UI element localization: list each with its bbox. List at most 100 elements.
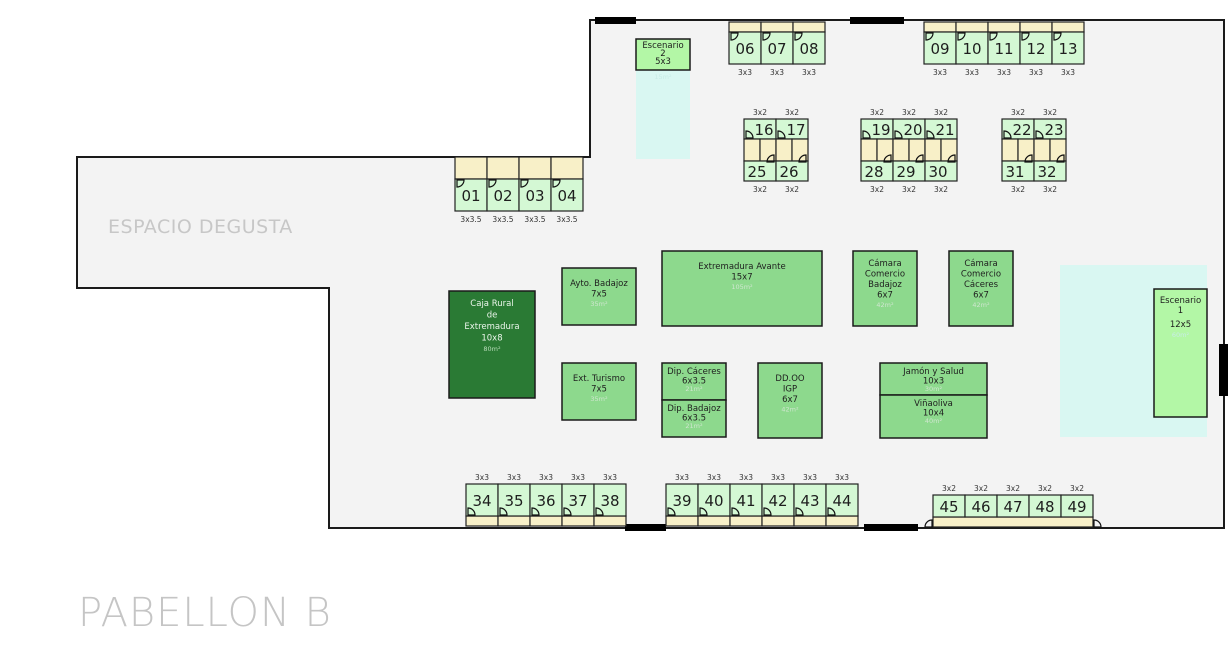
booth-storage bbox=[792, 21, 826, 33]
booth-storage bbox=[486, 156, 520, 180]
door-icon bbox=[894, 130, 903, 139]
stage-platform bbox=[635, 38, 691, 71]
stand-label: Dip. Badajoz bbox=[667, 404, 721, 414]
booth-number: 28 bbox=[864, 163, 883, 181]
booth-number: 44 bbox=[832, 492, 851, 510]
entrance-top-center[interactable] bbox=[850, 17, 904, 24]
door-icon bbox=[731, 507, 740, 516]
booth-space bbox=[497, 483, 531, 517]
entrance-bottom-left[interactable] bbox=[625, 524, 666, 531]
booth-storage bbox=[860, 138, 878, 162]
door-icon bbox=[798, 154, 807, 163]
booth-space bbox=[825, 483, 859, 517]
entrance-right[interactable] bbox=[1219, 344, 1228, 396]
booth-dimensions: 3x2 bbox=[1011, 185, 1025, 194]
booth-number: 16 bbox=[754, 121, 773, 139]
booth-number: 06 bbox=[735, 40, 754, 58]
booth-storage bbox=[955, 21, 989, 33]
booth-dimensions: 3x3 bbox=[771, 473, 785, 482]
stand-area-label: 35m² bbox=[590, 395, 608, 403]
booth-space bbox=[729, 483, 763, 517]
stand-label: Ayto. Badajoz bbox=[570, 279, 628, 289]
booth-number: 42 bbox=[768, 492, 787, 510]
booth-space bbox=[987, 31, 1021, 65]
entrance-bottom-right[interactable] bbox=[864, 524, 918, 531]
stage-label: 5x3 bbox=[655, 57, 671, 67]
booth-number: 48 bbox=[1035, 498, 1054, 516]
stand-label: 6x7 bbox=[782, 395, 798, 405]
booth-dimensions: 3x3 bbox=[571, 473, 585, 482]
stand-area-label: 21m² bbox=[685, 422, 703, 430]
stand-label: Comercio bbox=[865, 270, 905, 280]
stand-area bbox=[852, 250, 918, 327]
booth-number: 09 bbox=[930, 40, 949, 58]
stage-label: 12x5 bbox=[1170, 320, 1191, 330]
booth-storage bbox=[465, 515, 499, 527]
booth-dimensions: 3x2 bbox=[934, 185, 948, 194]
booth-number: 41 bbox=[736, 492, 755, 510]
booth-dimensions: 3x2 bbox=[1006, 484, 1020, 493]
door-icon bbox=[763, 507, 772, 516]
stand-area bbox=[448, 290, 536, 399]
booth-space bbox=[923, 31, 957, 65]
stand-label: 10x4 bbox=[923, 409, 944, 419]
stand-label: Cámara bbox=[868, 259, 901, 269]
booth-dimensions: 3x2 bbox=[870, 185, 884, 194]
stand-label: de bbox=[487, 311, 498, 321]
booth-storage bbox=[1019, 21, 1053, 33]
stand-label: Badajoz bbox=[868, 280, 902, 290]
booth-storage bbox=[697, 515, 731, 527]
entrance-top-left[interactable] bbox=[595, 17, 636, 24]
booth-dimensions: 3x3 bbox=[802, 68, 816, 77]
booth-space bbox=[775, 160, 809, 182]
